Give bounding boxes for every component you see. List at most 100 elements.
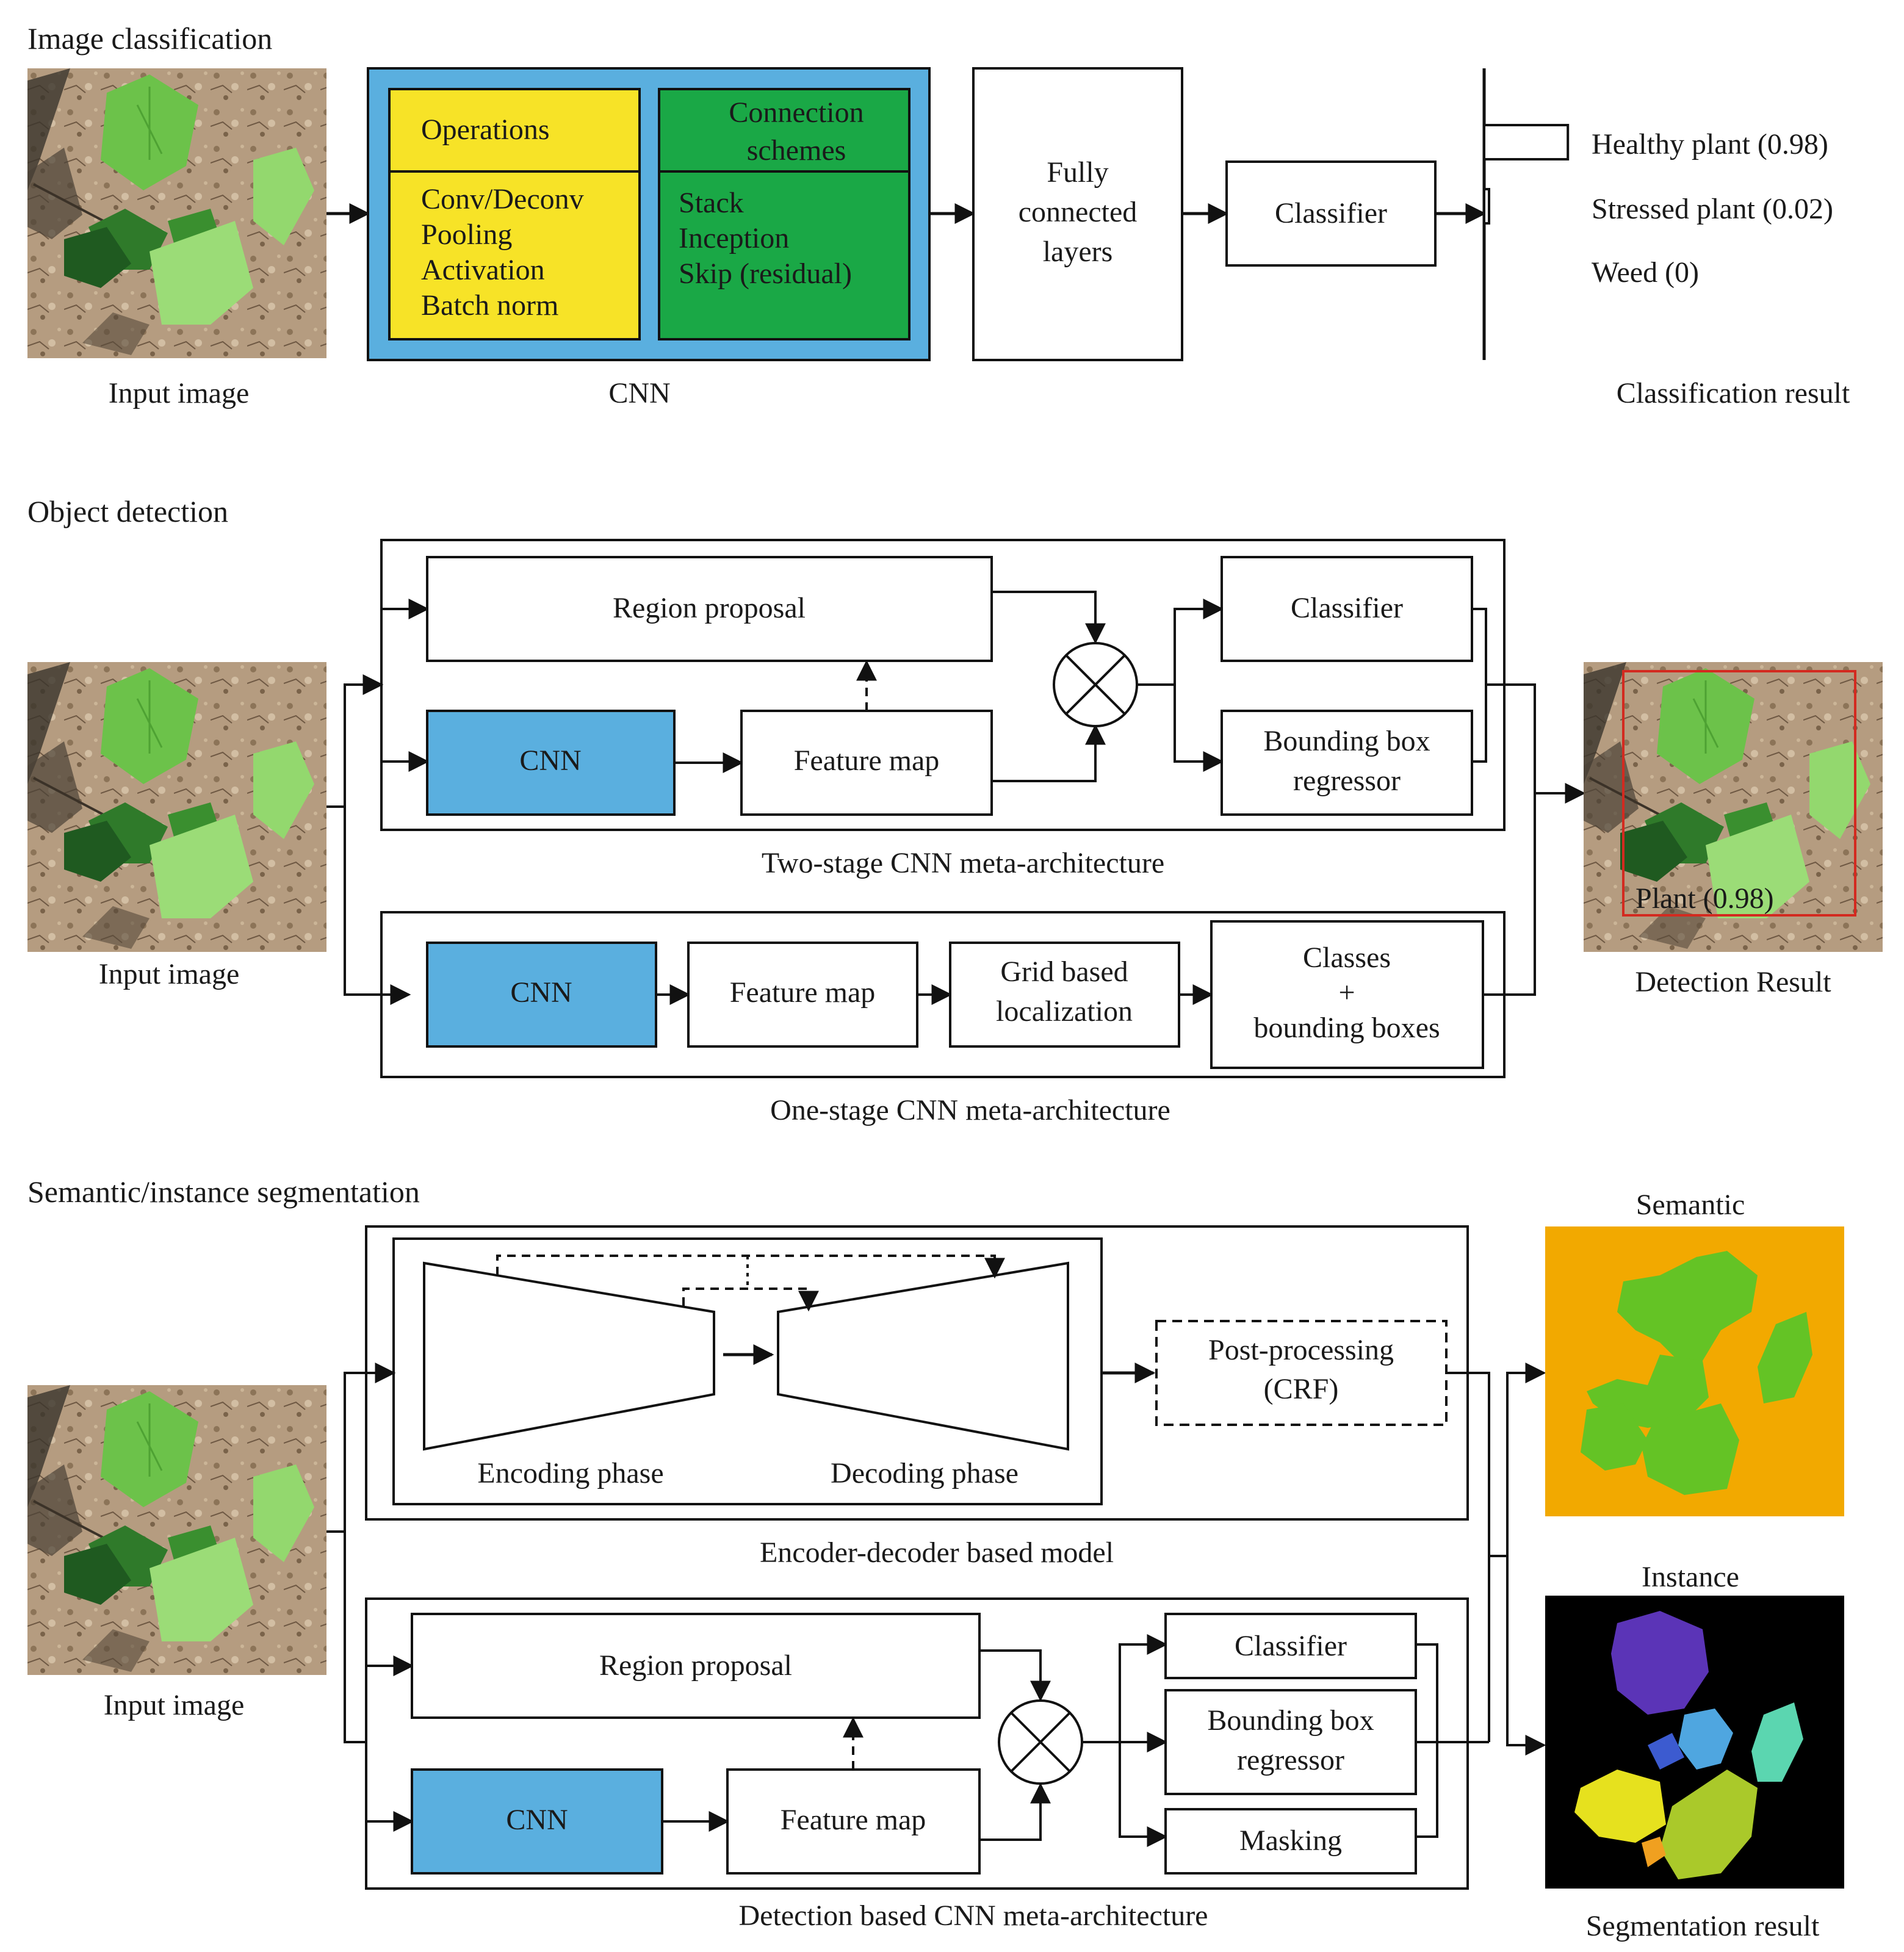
encoder-shape <box>423 1261 715 1451</box>
connection-title: Connection <box>729 96 864 129</box>
detection-input-image <box>26 661 328 953</box>
result-score-bar <box>1483 124 1570 160</box>
post-processing-box <box>1155 1320 1448 1426</box>
fully-connected-box <box>972 67 1183 361</box>
grid-localization-label: Grid based <box>1000 956 1128 988</box>
connector-rp-to-multiply <box>979 1649 1051 1702</box>
result-label: Healthy plant (0.98) <box>1592 128 1828 160</box>
operations-body-box <box>388 170 641 340</box>
post-processing-label: (CRF) <box>1264 1373 1339 1405</box>
feature-map-box <box>740 710 993 816</box>
cnn-label: CNN <box>510 976 572 1009</box>
masking-box <box>1164 1808 1417 1875</box>
region-proposal-label: Region proposal <box>599 1649 792 1682</box>
skip-connection-inner <box>682 1288 819 1312</box>
fc-label: Fully <box>1047 156 1108 189</box>
connector-feature-to-multiply <box>979 1782 1051 1841</box>
skip-connection-outer <box>496 1255 1005 1279</box>
grid-localization-label: localization <box>996 995 1133 1028</box>
connection-item: Skip (residual) <box>679 258 852 290</box>
instance-label: Instance <box>1642 1561 1739 1593</box>
detection-input-caption: Input image <box>99 958 240 990</box>
detection-based-box <box>365 1597 1469 1890</box>
classes-bboxes-label: bounding boxes <box>1253 1012 1440 1044</box>
connector-input-split <box>326 805 411 1005</box>
connection-header-box <box>658 88 911 173</box>
multiply-icon <box>1053 642 1138 727</box>
feature-map-label: Feature map <box>794 744 940 777</box>
bbox-regressor-label: regressor <box>1293 765 1401 797</box>
connector-to-encoder-decoder <box>344 1372 366 1532</box>
detection-based-caption: Detection based CNN meta-architecture <box>739 1900 1208 1932</box>
connector-to-instance <box>1506 1556 1546 1756</box>
segmentation-input-caption: Input image <box>104 1689 245 1721</box>
connector-to-two-stage <box>344 674 384 807</box>
connection-title: schemes <box>747 134 846 167</box>
masking-label: Masking <box>1239 1824 1342 1857</box>
connection-item: Inception <box>679 222 789 254</box>
connector-rp-to-multiply <box>992 591 1106 644</box>
classifier-label: Classifier <box>1235 1630 1347 1662</box>
detection-bounding-box <box>1622 670 1856 917</box>
cnn-block <box>426 710 676 816</box>
fc-label: connected <box>1019 196 1138 228</box>
cnn-block <box>411 1768 663 1875</box>
one-stage-caption: One-stage CNN meta-architecture <box>770 1094 1170 1126</box>
fc-label: layers <box>1043 236 1113 268</box>
classification-input-image <box>26 67 328 359</box>
decoding-phase-label: Decoding phase <box>831 1457 1019 1489</box>
connector-bbox-out <box>1472 683 1536 793</box>
result-label: Stressed plant (0.02) <box>1592 193 1833 225</box>
connector-to-semantic <box>1489 1363 1546 1557</box>
cnn-caption: CNN <box>608 377 670 409</box>
post-processing-label: Post-processing <box>1208 1334 1394 1366</box>
classifier-label: Classifier <box>1275 197 1387 229</box>
connector-classifier-out <box>1472 608 1487 685</box>
result-bars <box>1483 124 1570 225</box>
connector-post-out <box>1446 1372 1490 1742</box>
cnn-label: CNN <box>519 744 581 777</box>
segmentation-input-image <box>26 1384 328 1676</box>
bbox-regressor-box <box>1164 1689 1417 1795</box>
operations-item: Activation <box>421 254 545 286</box>
feature-map-box <box>687 942 918 1048</box>
classes-bboxes-box <box>1210 920 1484 1069</box>
bbox-regressor-box <box>1221 710 1473 816</box>
connector-multiply-to-classifier <box>1082 1634 1168 1743</box>
bbox-regressor-label: Bounding box <box>1207 1704 1374 1737</box>
encoding-phase-label: Encoding phase <box>477 1457 663 1489</box>
grid-localization-box <box>949 942 1180 1048</box>
connection-item: Stack <box>679 187 744 219</box>
region-proposal-box <box>426 556 993 662</box>
connector-multiply-to-masking <box>1119 1742 1168 1847</box>
connector-one-stage-out <box>1483 793 1536 996</box>
detection-section-title: Object detection <box>27 494 228 528</box>
connector-outputs-merge <box>1416 1643 1438 1838</box>
cnn-label: CNN <box>506 1804 568 1836</box>
segmentation-section-title: Semantic/instance segmentation <box>27 1175 420 1209</box>
operations-item: Conv/Deconv <box>421 183 584 215</box>
result-score-bar <box>1483 188 1490 225</box>
semantic-result-image <box>1545 1226 1844 1516</box>
segmentation-result-caption: Segmentation result <box>1586 1910 1820 1942</box>
semantic-label: Semantic <box>1636 1189 1745 1221</box>
operations-item: Pooling <box>421 218 512 251</box>
connection-body-box <box>658 170 911 340</box>
classification-result-caption: Classification result <box>1617 377 1850 409</box>
connector-feature-to-multiply <box>992 724 1106 782</box>
classifier-box <box>1221 556 1473 662</box>
operations-header-box <box>388 88 641 173</box>
instance-result-image <box>1545 1596 1844 1889</box>
feature-map-label: Feature map <box>730 976 876 1009</box>
classification-input-caption: Input image <box>109 377 250 409</box>
multiply-icon <box>998 1699 1083 1785</box>
encoder-decoder-caption: Encoder-decoder based model <box>760 1536 1114 1569</box>
result-label: Weed (0) <box>1592 256 1699 289</box>
decoder-shape <box>777 1261 1069 1451</box>
region-proposal-box <box>411 1613 981 1719</box>
classes-bboxes-label: Classes <box>1303 942 1391 974</box>
classes-bboxes-label: + <box>1338 976 1355 1009</box>
bbox-regressor-label: regressor <box>1237 1744 1344 1776</box>
feature-map-label: Feature map <box>781 1804 926 1836</box>
